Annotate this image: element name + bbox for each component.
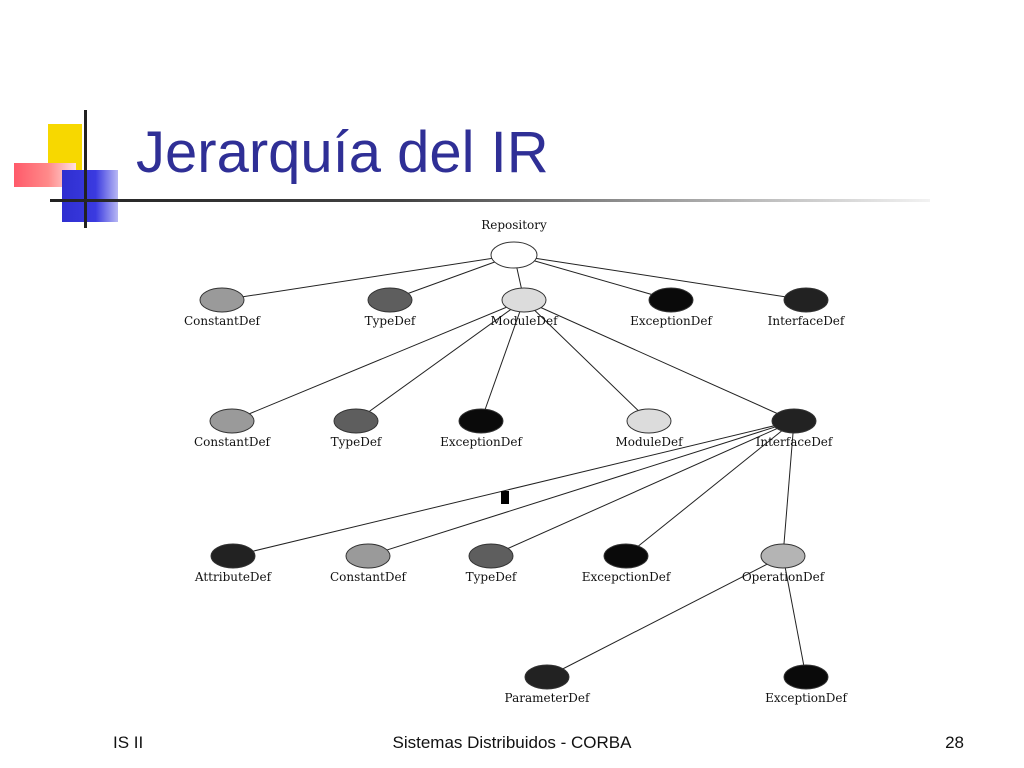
node-constantdef_3: ConstantDef: [330, 543, 408, 584]
edge-moduledef_1-moduledef_2: [523, 299, 650, 422]
node-exceptiondef_3: ExceptionDef: [765, 664, 848, 705]
edge-moduledef_1-exceptiondef_2: [480, 299, 525, 422]
node-label: ExceptionDef: [440, 435, 523, 449]
node-repo: Repository: [481, 218, 547, 269]
node-label: TypeDef: [331, 435, 383, 449]
node-circle: [367, 287, 413, 313]
node-label: InterfaceDef: [756, 435, 834, 449]
node-circle: [603, 543, 649, 569]
node-circle: [760, 543, 806, 569]
edge-interfacedef_2-typedef_3: [490, 420, 795, 557]
text-cursor-mark: [501, 491, 509, 504]
node-label: ConstantDef: [194, 435, 272, 449]
node-label: ModuleDef: [490, 314, 559, 328]
node-circle: [783, 664, 829, 690]
node-circle: [333, 408, 379, 434]
node-label: ExceptionDef: [630, 314, 713, 328]
node-interfacedef_2: InterfaceDef: [756, 408, 834, 449]
node-circle: [501, 287, 547, 313]
node-moduledef_2: ModuleDef: [615, 408, 684, 449]
node-circle: [490, 241, 538, 269]
node-label: InterfaceDef: [768, 314, 846, 328]
node-operationdef: OperationDef: [742, 543, 826, 584]
node-circle: [626, 408, 672, 434]
edge-repo-exceptiondef_1: [513, 254, 672, 301]
node-attributedef: AttributeDef: [194, 543, 273, 584]
edge-repo-typedef_1: [389, 254, 515, 301]
node-parameterdef: ParameterDef: [505, 664, 591, 705]
node-label: ConstantDef: [184, 314, 262, 328]
node-label: ConstantDef: [330, 570, 408, 584]
title-underline: [50, 199, 930, 202]
node-label: OperationDef: [742, 570, 826, 584]
slide-title: Jerarquía del IR: [136, 120, 549, 185]
footer-subject: Sistemas Distribuidos - CORBA: [392, 733, 632, 752]
node-label: Repository: [481, 218, 547, 232]
edge-interfacedef_2-excepctiondef: [625, 420, 795, 557]
node-excepctiondef: ExcepctionDef: [582, 543, 672, 584]
node-circle: [783, 287, 829, 313]
decor-vertical-line: [84, 110, 87, 228]
decor-blue-square: [62, 170, 118, 222]
edge-operationdef-exceptiondef_3: [782, 555, 807, 678]
node-circle: [345, 543, 391, 569]
node-circle: [210, 543, 256, 569]
edge-moduledef_1-constantdef_2: [231, 299, 525, 422]
node-circle: [648, 287, 694, 313]
node-typedef_3: TypeDef: [466, 543, 518, 584]
node-label: ExcepctionDef: [582, 570, 672, 584]
node-label: AttributeDef: [194, 570, 273, 584]
node-label: ParameterDef: [505, 691, 591, 705]
node-constantdef_1: ConstantDef: [184, 287, 262, 328]
node-typedef_2: TypeDef: [331, 408, 383, 449]
edge-moduledef_1-interfacedef_2: [523, 299, 795, 422]
edge-interfacedef_2-attributedef: [232, 420, 795, 557]
footer-page-number: 28: [945, 733, 964, 752]
node-typedef_1: TypeDef: [365, 287, 417, 328]
node-exceptiondef_2: ExceptionDef: [440, 408, 523, 449]
edge-moduledef_1-typedef_2: [355, 299, 525, 422]
node-constantdef_2: ConstantDef: [194, 408, 272, 449]
node-circle: [468, 543, 514, 569]
node-label: TypeDef: [365, 314, 417, 328]
node-label: ModuleDef: [615, 435, 684, 449]
edge-interfacedef_2-constantdef_3: [367, 420, 795, 557]
node-exceptiondef_1: ExceptionDef: [630, 287, 713, 328]
node-circle: [458, 408, 504, 434]
edge-repo-interfacedef_1: [513, 254, 807, 301]
node-circle: [209, 408, 255, 434]
diagram-edges: [221, 254, 807, 678]
node-label: ExceptionDef: [765, 691, 848, 705]
footer-course: IS II: [113, 733, 144, 752]
node-circle: [524, 664, 570, 690]
node-circle: [771, 408, 817, 434]
node-circle: [199, 287, 245, 313]
edge-interfacedef_2-operationdef: [782, 420, 795, 557]
node-moduledef_1: ModuleDef: [490, 287, 559, 328]
edge-operationdef-parameterdef: [546, 555, 784, 678]
node-label: TypeDef: [466, 570, 518, 584]
node-interfacedef_1: InterfaceDef: [768, 287, 846, 328]
edge-repo-constantdef_1: [221, 254, 515, 301]
